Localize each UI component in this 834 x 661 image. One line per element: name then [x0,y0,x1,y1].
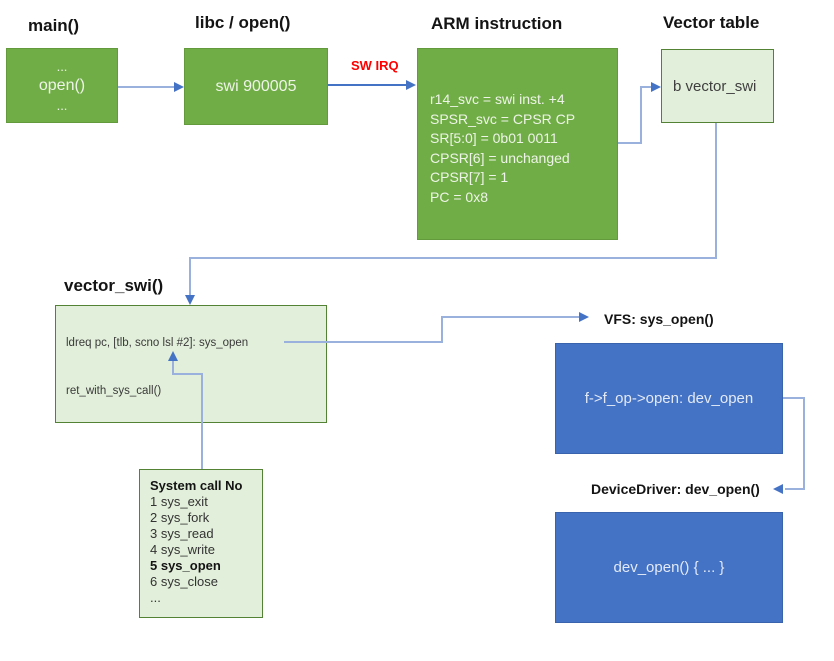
syscall-item-ellipsis: ... [150,590,161,605]
vfs-label: VFS: sys_open() [604,311,714,327]
connector-arm-to-vt-arrowhead [651,82,661,92]
connector-vt-to-vswi-line-h [189,257,717,259]
vector-table-node: b vector_swi [661,49,774,123]
vector-swi-title: vector_swi() [64,276,164,295]
f-op-open-text: f->f_op->open: dev_open [584,390,754,407]
syscall-item-write: 4 sys_write [150,542,216,557]
arm-line-pc: PC = 0x8 [430,188,488,205]
connector-vfs-to-dd-line-v [803,397,805,489]
arm-instruction-node: r14_svc = swi inst. +4 SPSR_svc = CPSR C… [417,48,618,240]
main-line-dots-bottom: ... [56,97,68,113]
ret-with-sys-call-text: ret_with_sys_call() [66,385,162,397]
ldreq-instruction-text: ldreq pc, [tlb, scno lsl #2]: sys_open [66,337,249,349]
arm-line-r14: r14_svc = swi inst. +4 [430,91,565,107]
syscall-list: System call No 1 sys_exit 2 sys_fork 3 s… [150,478,243,606]
connector-libc-to-arm-arrowhead [406,80,416,90]
connector-ldreq-to-vfs-line-h1 [284,341,442,343]
main-line-dots-top: ... [56,58,68,74]
connector-syscall-to-scno-arrowhead [168,351,178,361]
connector-vt-to-vswi-arrowhead [185,295,195,305]
arm-register-lines: r14_svc = swi inst. +4 SPSR_svc = CPSR C… [430,90,575,207]
connector-syscall-to-scno-line-v1 [201,374,203,469]
connector-arm-to-vt-line-v [640,86,642,144]
arm-line-cpsr6: CPSR[6] = unchanged [430,149,570,166]
syscall-item-exit: 1 sys_exit [150,494,208,509]
dev-open-body-text: dev_open() { ... } [613,559,725,576]
connector-syscall-to-scno-line-h [172,373,203,375]
connector-vt-to-vswi-line-v1 [715,123,717,259]
libc-title: libc / open() [195,13,291,32]
libc-node: swi 900005 [184,48,328,125]
device-driver-label: DeviceDriver: dev_open() [591,481,760,497]
device-driver-node: dev_open() { ... } [555,512,783,623]
syscall-item-fork: 2 sys_fork [150,510,210,525]
connector-libc-to-arm-line [328,84,407,86]
arm-line-sr: SR[5:0] = 0b01 0011 [430,130,558,146]
sw-irq-label: SW IRQ [351,58,399,73]
vector-table-title: Vector table [663,13,760,32]
connector-ldreq-to-vfs-arrowhead [579,312,589,322]
syscall-table-node: System call No 1 sys_exit 2 sys_fork 3 s… [139,469,263,618]
b-vector-swi-text: b vector_swi [673,77,757,95]
arm-line-cpsr7: CPSR[7] = 1 [430,169,509,185]
syscall-item-read: 3 sys_read [150,526,214,541]
vfs-node: f->f_op->open: dev_open [555,343,783,454]
swi-instruction-text: swi 900005 [215,77,297,95]
connector-ldreq-to-vfs-line-v [441,316,443,343]
syscall-list-title: System call No [150,478,243,493]
connector-arm-to-vt-line-h1 [618,142,642,144]
arm-line-spsr: SPSR_svc = CPSR CP [430,110,576,127]
vector-swi-node: ldreq pc, [tlb, scno lsl #2]: sys_open r… [55,305,327,423]
arm-instruction-title: ARM instruction [431,14,563,33]
connector-arm-to-vt-line-h2 [640,86,653,88]
main-node: ... open() ... [6,48,118,123]
syscall-item-close: 6 sys_close [150,574,218,589]
connector-syscall-to-scno-line-v2 [172,360,174,374]
connector-vfs-to-dd-line-h2 [785,488,805,490]
syscall-item-open-highlighted: 5 sys_open [150,558,221,573]
connector-vfs-to-dd-arrowhead [773,484,783,494]
connector-main-to-libc-arrowhead [174,82,184,92]
connector-vt-to-vswi-line-v2 [189,257,191,296]
connector-vfs-to-dd-line-h1 [783,397,805,399]
main-title: main() [28,16,79,35]
connector-ldreq-to-vfs-line-h2 [443,316,580,318]
connector-main-to-libc-line [118,86,175,88]
main-line-open: open() [38,76,86,94]
